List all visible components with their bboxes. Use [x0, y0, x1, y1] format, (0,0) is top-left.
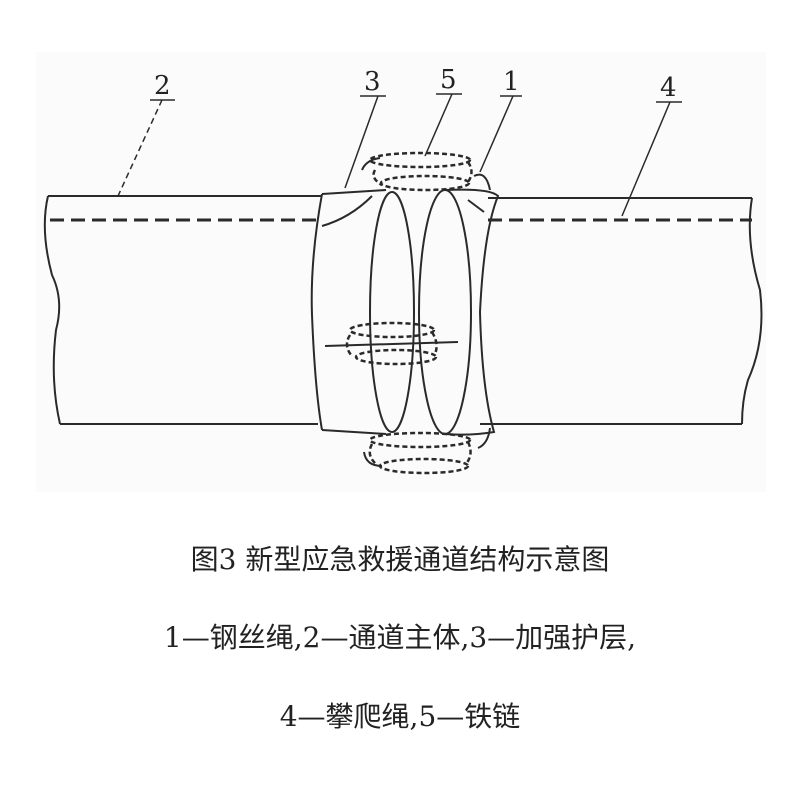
iron-chain [345, 151, 473, 475]
label-reinforcement-layer: 3 [364, 67, 381, 97]
leader-lines [117, 93, 682, 217]
label-steel-rope: 1 [503, 67, 520, 97]
label-climbing-rope: 4 [660, 73, 677, 103]
figure-legend-line-2: 4—攀爬绳,5—铁链 [279, 700, 521, 733]
channel-structure-diagram: 2 3 5 1 4 [43, 65, 763, 475]
left-tube [43, 195, 322, 425]
figure-caption-title: 图3 新型应急救援通道结构示意图 [190, 543, 610, 576]
figure-legend-line-1: 1—钢丝绳,2—通道主体,3—加强护层, [163, 621, 637, 654]
reinforcement-layer [310, 189, 415, 435]
label-main-body: 2 [154, 71, 171, 101]
right-tube [480, 197, 763, 425]
label-iron-chain: 5 [440, 65, 457, 95]
